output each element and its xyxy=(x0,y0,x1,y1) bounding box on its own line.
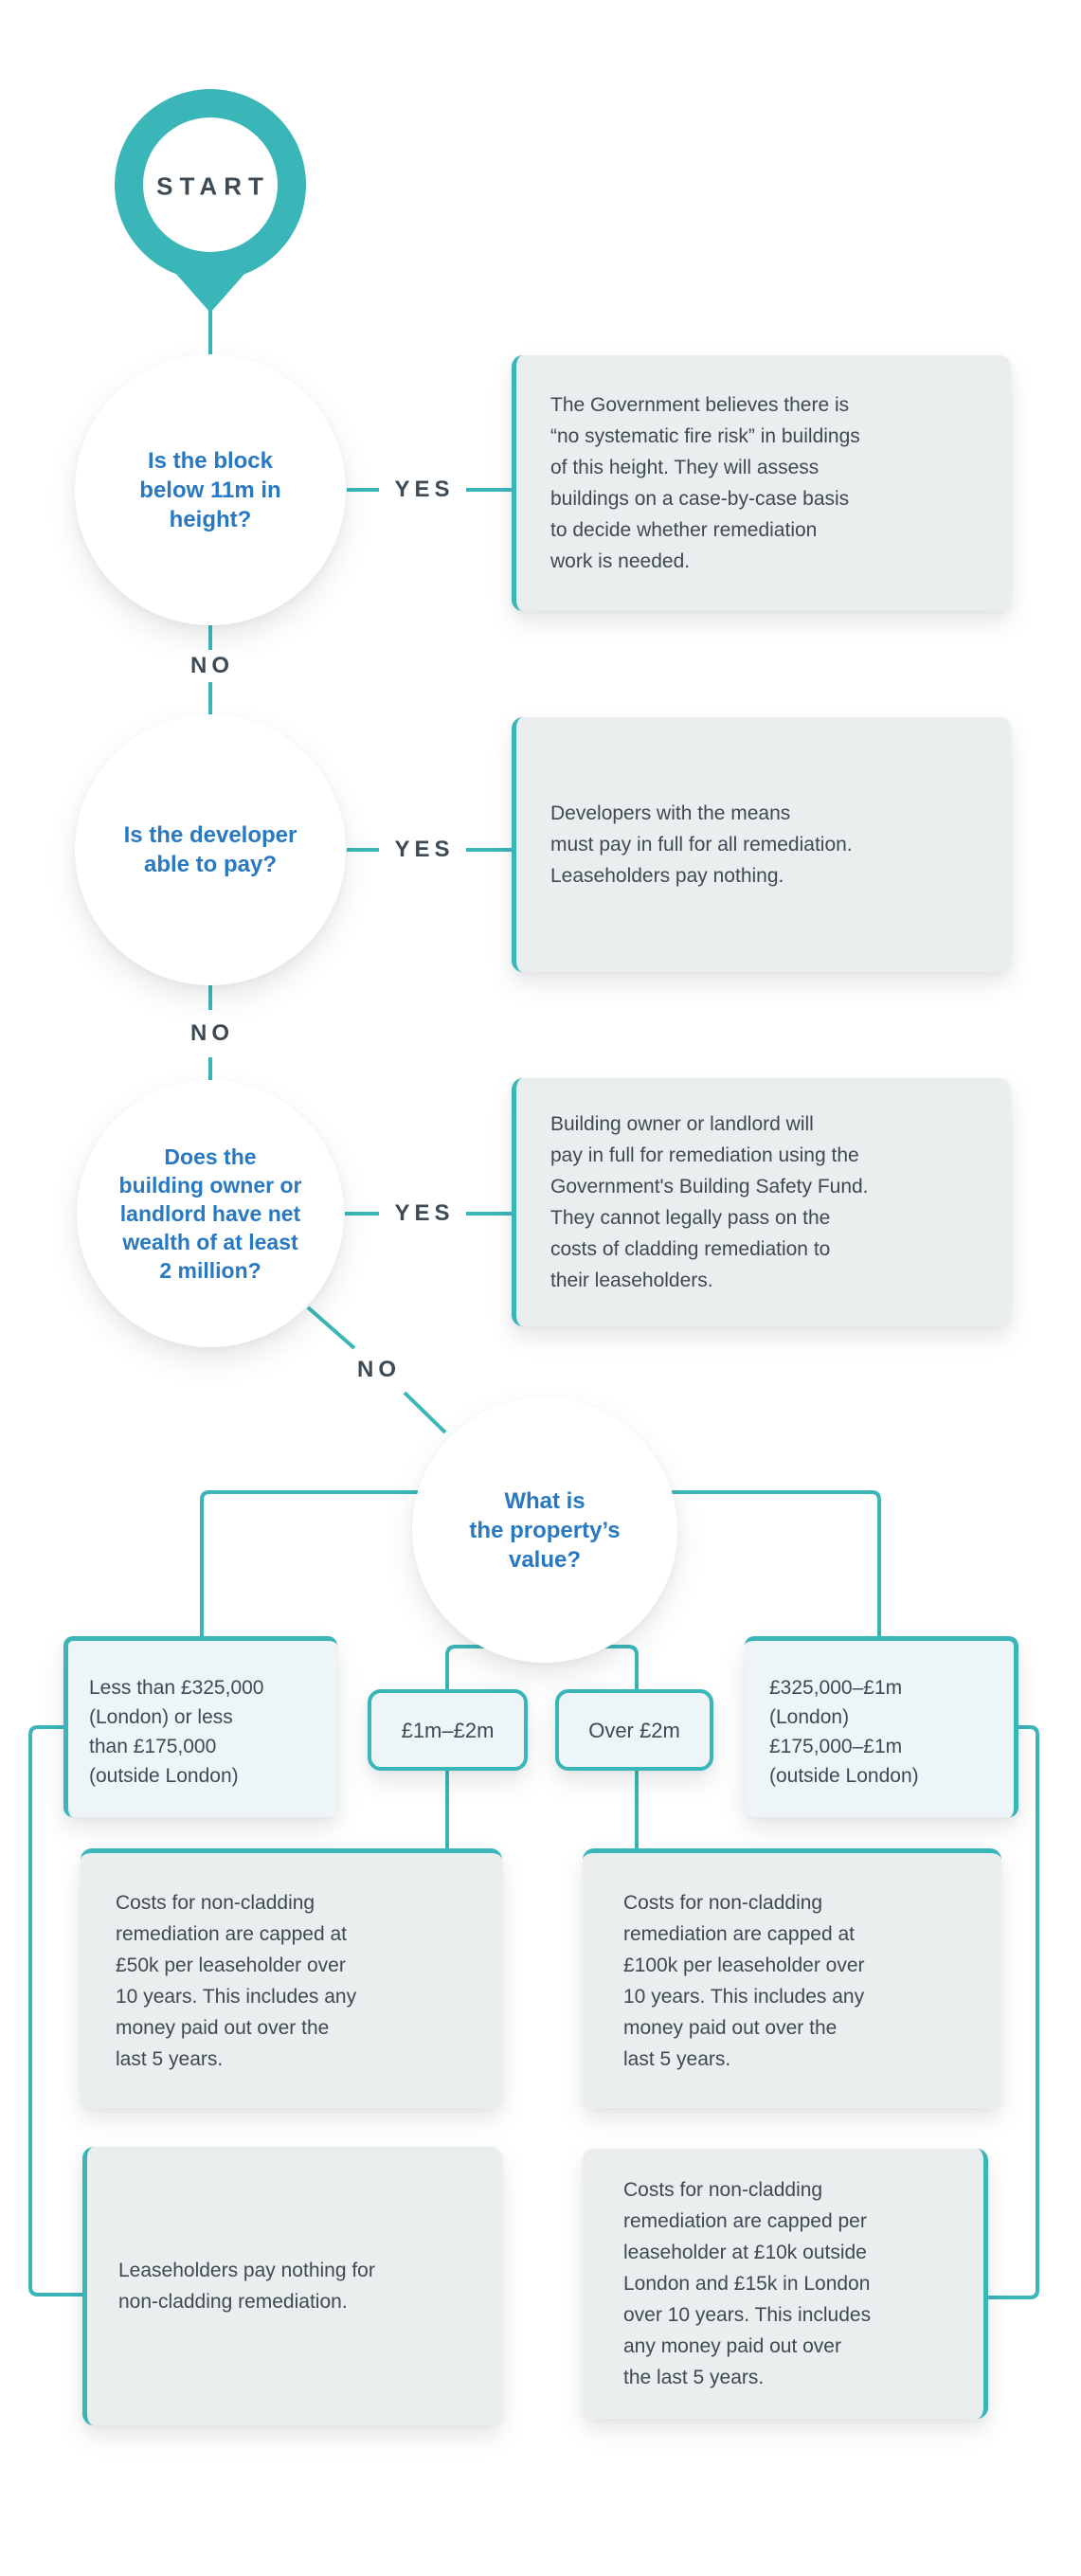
connector-left-rail xyxy=(28,1725,82,2297)
question-building-height: Is the block below 11m in height? xyxy=(75,354,346,625)
start-label: START xyxy=(156,171,270,201)
outcome-box-height-yes: The Government believes there is “no sys… xyxy=(512,355,1011,611)
outcome-box-cap-50k: Costs for non-cladding remediation are c… xyxy=(81,1848,502,2108)
label-yes-q3: YES xyxy=(394,1200,455,1226)
label-yes-q2: YES xyxy=(394,837,455,862)
outcome-wealth-yes-text: Building owner or landlord will pay in f… xyxy=(550,1113,869,1291)
value-band-range-text: £325,000–£1m (London) £175,000–£1m (outs… xyxy=(769,1677,919,1787)
connector-value-mid2 xyxy=(559,1645,639,1689)
connector-value-left xyxy=(200,1490,418,1636)
outcome-height-yes-text: The Government believes there is “no sys… xyxy=(550,394,860,572)
start-pin xyxy=(115,89,306,313)
value-band-high-text: Over £2m xyxy=(588,1718,680,1742)
question-property-value-text: What is the property’s value? xyxy=(469,1487,621,1573)
connector-right-rail xyxy=(988,1725,1039,2299)
outcome-box-developer-yes: Developers with the means must pay in fu… xyxy=(512,717,1011,972)
value-band-low-box: Less than £325,000 (London) or less than… xyxy=(63,1636,337,1817)
outcome-cap-50k-text: Costs for non-cladding remediation are c… xyxy=(116,1891,357,2070)
question-owner-wealth: Does the building owner or landlord have… xyxy=(77,1080,344,1347)
question-building-height-text: Is the block below 11m in height? xyxy=(139,447,281,532)
label-no-q2: NO xyxy=(190,1020,234,1046)
value-band-mid-box: £1m–£2m xyxy=(368,1689,528,1771)
label-no-q1: NO xyxy=(190,653,234,678)
question-owner-wealth-text: Does the building owner or landlord have… xyxy=(118,1144,302,1283)
value-band-low-text: Less than £325,000 (London) or less than… xyxy=(89,1677,264,1787)
connector-value-mid1 xyxy=(445,1645,531,1689)
connector-q3-no-bottom xyxy=(403,1391,447,1434)
outcome-developer-yes-text: Developers with the means must pay in fu… xyxy=(550,802,853,887)
connector-q3-no-top xyxy=(306,1306,356,1350)
label-yes-q1: YES xyxy=(394,477,455,502)
outcome-box-wealth-yes: Building owner or landlord will pay in f… xyxy=(512,1078,1011,1326)
value-band-mid-text: £1m–£2m xyxy=(401,1718,495,1742)
outcome-cap-10k-15k-text: Costs for non-cladding remediation are c… xyxy=(623,2179,872,2388)
value-band-high-box: Over £2m xyxy=(555,1689,713,1771)
question-property-value: What is the property’s value? xyxy=(412,1397,677,1663)
outcome-pay-nothing-text: Leaseholders pay nothing for non-claddin… xyxy=(118,2260,375,2313)
label-no-q3: NO xyxy=(357,1357,401,1382)
outcome-box-cap-100k: Costs for non-cladding remediation are c… xyxy=(583,1848,1001,2108)
outcome-box-pay-nothing: Leaseholders pay nothing for non-claddin… xyxy=(82,2147,502,2425)
value-band-range-box: £325,000–£1m (London) £175,000–£1m (outs… xyxy=(745,1636,1018,1817)
question-developer-pay-text: Is the developer able to pay? xyxy=(123,822,297,877)
outcome-box-cap-10k-15k: Costs for non-cladding remediation are c… xyxy=(583,2149,988,2419)
outcome-cap-100k-text: Costs for non-cladding remediation are c… xyxy=(623,1891,865,2070)
connector-value-right xyxy=(672,1490,881,1636)
question-developer-pay: Is the developer able to pay? xyxy=(75,714,346,985)
